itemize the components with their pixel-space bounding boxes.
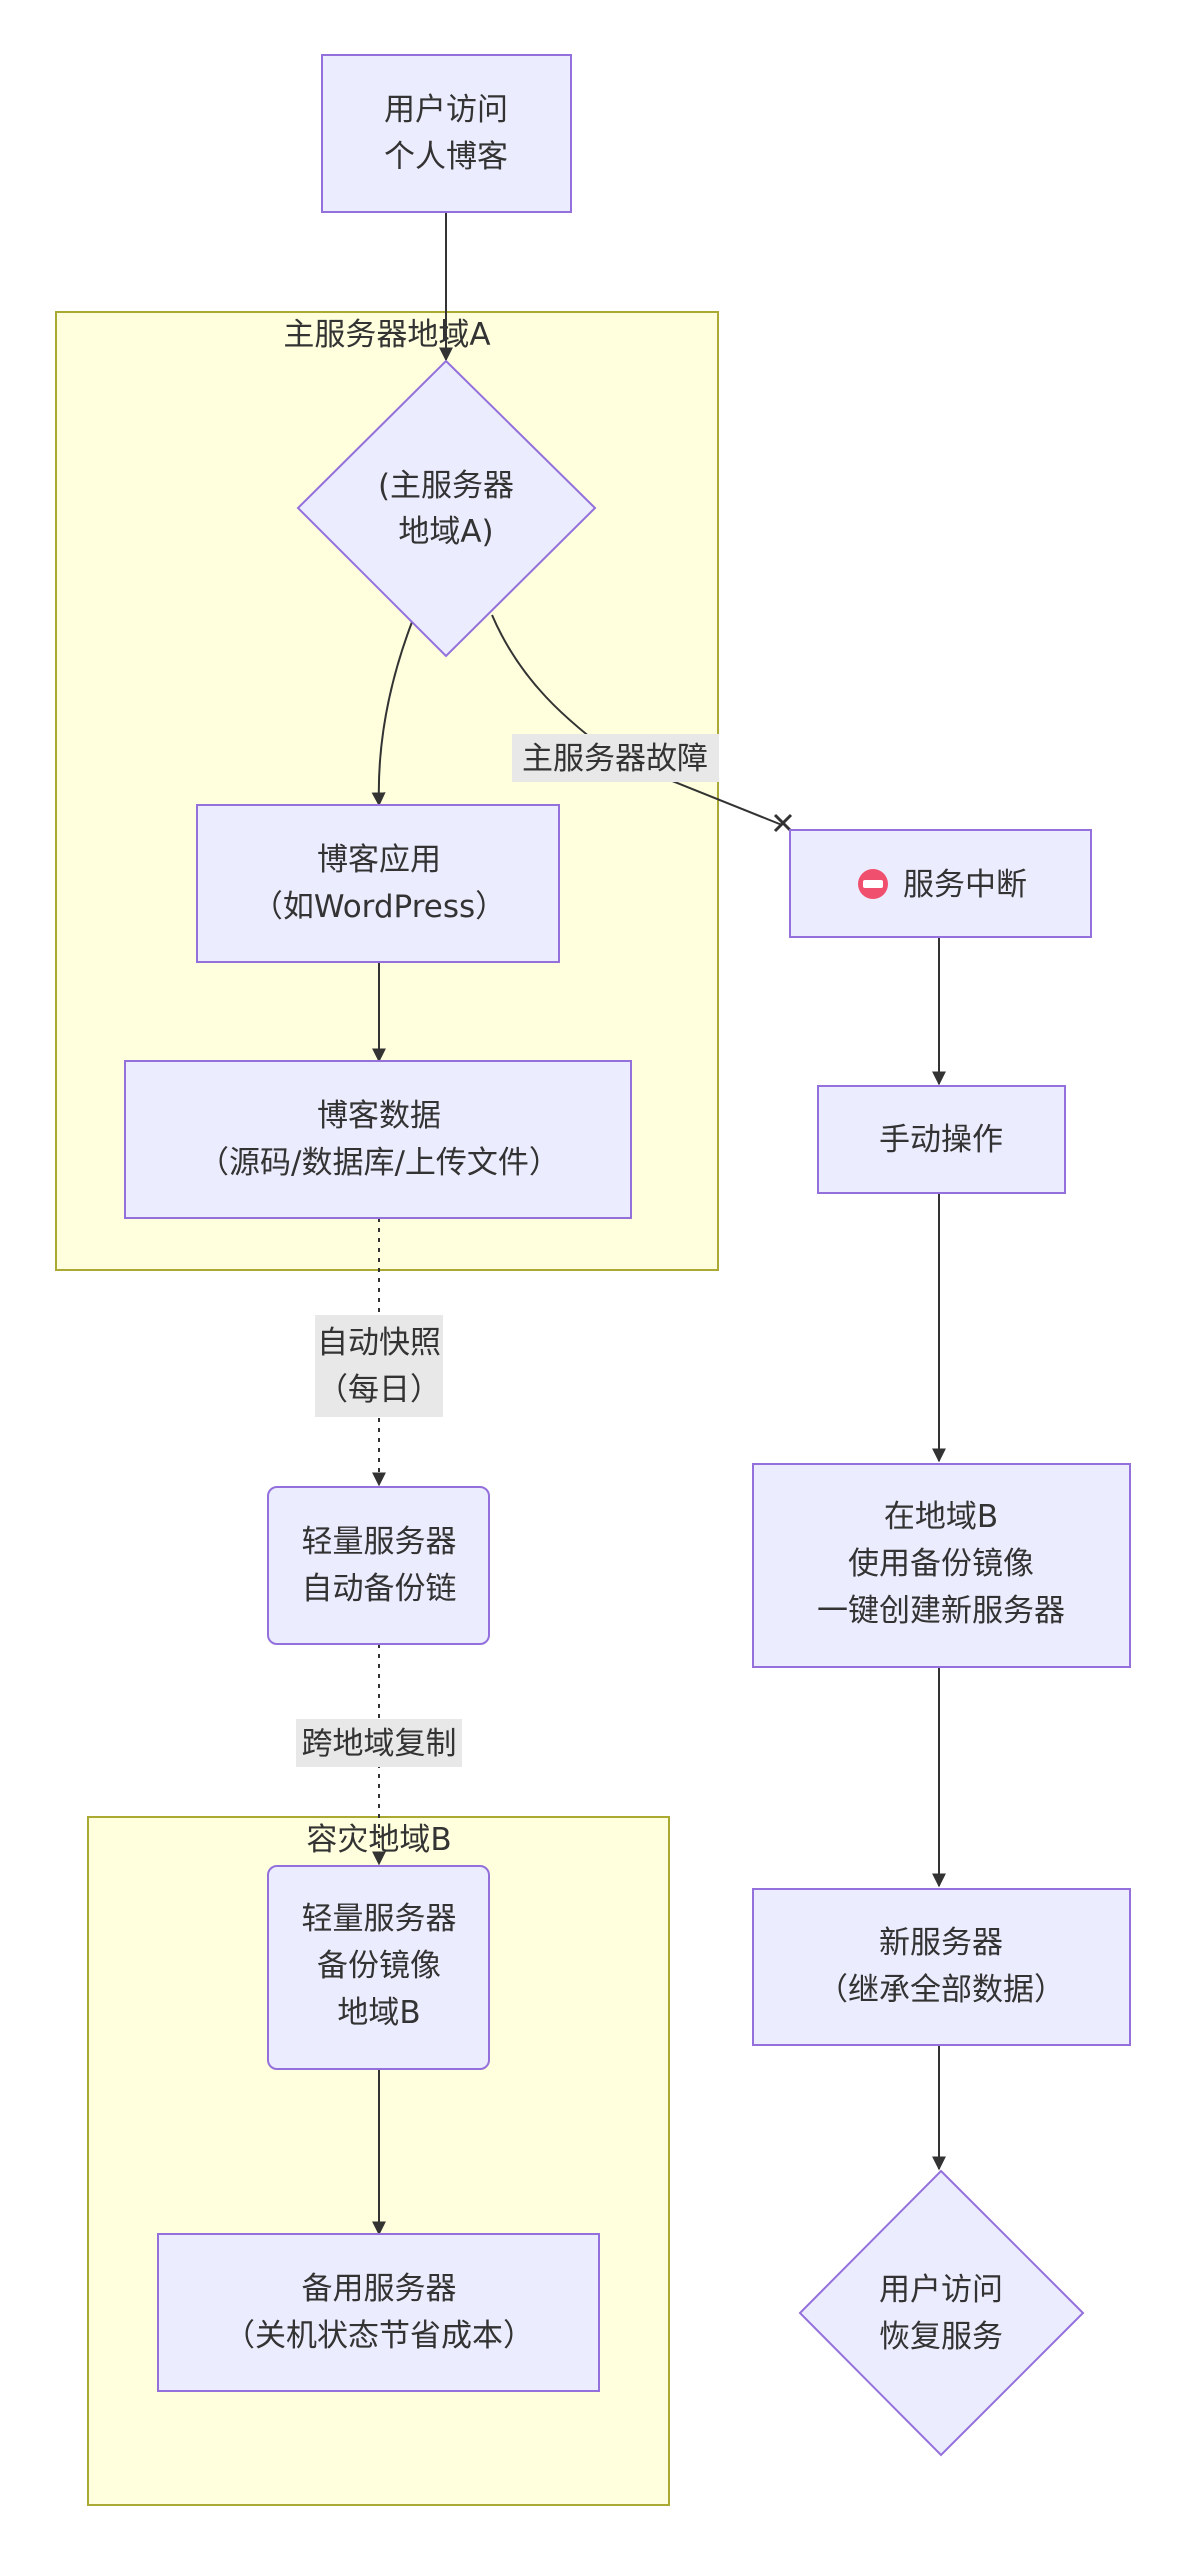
node-create-server-line-2: 使用备份镜像 (848, 1546, 1034, 1582)
node-manual-op: 手动操作 (817, 1085, 1066, 1194)
edge-primary-to-app (371, 621, 413, 807)
node-new-server-line-2: （继承全部数据） (817, 1972, 1065, 2008)
node-primary-decision-line-2: 地域A) (398, 514, 493, 550)
node-backup-image-line-3: 地域B (337, 1995, 420, 2031)
node-user-visit-line-2: 个人博客 (384, 139, 508, 175)
node-user-visit-line-1: 用户访问 (384, 92, 508, 128)
node-backup-chain-line-2: 自动备份链 (302, 1571, 457, 1607)
edge-label-failure: 主服务器故障 (512, 734, 719, 782)
edge-label-snapshot: 自动快照 （每日） (315, 1315, 443, 1417)
node-standby-server-line-2: （关机状态节省成本） (224, 2318, 534, 2354)
node-manual-op-line-1: 手动操作 (879, 1122, 1003, 1158)
node-blog-data-line-1: 博客数据 (317, 1098, 441, 1134)
node-user-visit: 用户访问 个人博客 (321, 54, 572, 213)
edge-failure-cross (773, 813, 793, 833)
node-blog-app-line-2: （如WordPress） (252, 889, 506, 925)
node-backup-image: 轻量服务器 备份镜像 地域B (267, 1865, 490, 2070)
node-blog-app: 博客应用 （如WordPress） (196, 804, 560, 963)
edges (371, 212, 946, 2236)
node-blog-data-line-2: （源码/数据库/上传文件） (198, 1145, 560, 1181)
edge-label-replicate: 跨地域复制 (296, 1719, 462, 1767)
edge-label-failure-text: 主服务器故障 (522, 741, 708, 777)
node-new-server: 新服务器 （继承全部数据） (752, 1888, 1131, 2046)
group-region-a-title: 主服务器地域A (283, 317, 490, 353)
node-restore-line-2: 恢复服务 (879, 2319, 1003, 2355)
node-primary-decision: (主服务器 地域A) (296, 359, 597, 658)
no-entry-icon (858, 869, 888, 899)
node-standby-server: 备用服务器 （关机状态节省成本） (157, 2233, 600, 2392)
node-backup-chain-line-1: 轻量服务器 (302, 1524, 457, 1560)
node-create-server-line-3: 一键创建新服务器 (817, 1593, 1065, 1629)
node-create-server: 在地域B 使用备份镜像 一键创建新服务器 (752, 1463, 1131, 1668)
node-new-server-line-1: 新服务器 (879, 1925, 1003, 1961)
node-backup-chain: 轻量服务器 自动备份链 (267, 1486, 490, 1645)
node-restore: 用户访问 恢复服务 (798, 2169, 1085, 2457)
node-primary-decision-line-1: (主服务器 (378, 468, 514, 504)
node-standby-server-line-1: 备用服务器 (302, 2271, 457, 2307)
node-restore-line-1: 用户访问 (879, 2272, 1003, 2308)
node-service-down-label: 服务中断 (903, 867, 1027, 903)
node-backup-image-line-1: 轻量服务器 (302, 1901, 457, 1937)
node-backup-image-line-2: 备份镜像 (317, 1948, 441, 1984)
edge-label-snapshot-line-1: 自动快照 (317, 1325, 441, 1361)
edge-label-replicate-text: 跨地域复制 (302, 1726, 457, 1762)
node-blog-data: 博客数据 （源码/数据库/上传文件） (124, 1060, 632, 1219)
edge-label-snapshot-line-2: （每日） (317, 1372, 441, 1408)
node-create-server-line-1: 在地域B (884, 1499, 998, 1535)
node-blog-app-line-1: 博客应用 (317, 842, 441, 878)
node-service-down: 服务中断 (789, 829, 1092, 938)
